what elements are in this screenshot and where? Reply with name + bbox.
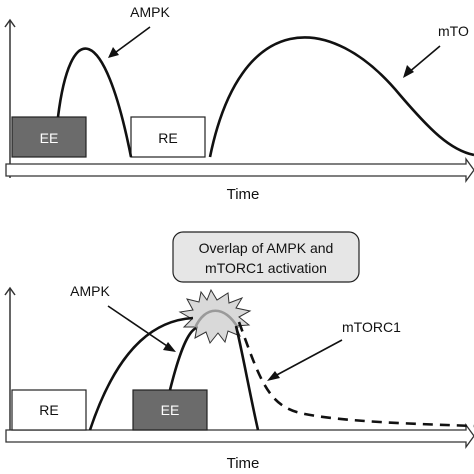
top-mtorc1-label: mTO <box>438 23 469 39</box>
overlap-callout-line1: Overlap of AMPK and <box>199 240 334 256</box>
bottom-re-label: RE <box>39 402 58 418</box>
bottom-ampk-fall-curve <box>234 325 260 431</box>
top-mtorc1-curve <box>208 36 474 158</box>
bottom-re-box <box>11 389 87 431</box>
bottom-mtorc1-pointer <box>272 339 343 378</box>
bottom-time-axis-label: Time <box>227 455 260 472</box>
overlap-starburst <box>178 288 252 345</box>
top-ampk-label: AMPK <box>130 4 170 20</box>
top-time-axis-arrow <box>5 157 474 183</box>
bottom-mtorc1-pointer-head <box>267 371 280 381</box>
bottom-ampk-label: AMPK <box>70 283 110 299</box>
top-ampk-pointer-head <box>108 47 119 58</box>
overlap-callout-box <box>172 231 360 283</box>
bottom-ampk-curve <box>168 326 197 391</box>
bottom-mtorc1-rise-curve <box>88 316 194 431</box>
top-re-label: RE <box>158 130 177 146</box>
bottom-panel: Time Overlap of AMPK and mTORC1 activati… <box>4 231 474 472</box>
bottom-mtorc1-decay-curve <box>237 321 474 428</box>
top-y-axis-arrowhead <box>4 18 16 28</box>
top-ee-label: EE <box>40 130 59 146</box>
top-ampk-pointer <box>111 26 151 56</box>
bottom-mtorc1-label: mTORC1 <box>342 319 401 335</box>
top-mtorc1-pointer <box>407 45 441 74</box>
top-time-axis-label: Time <box>227 186 260 203</box>
bottom-ampk-pointer <box>107 305 171 349</box>
overlap-callout-line2: mTORC1 activation <box>205 260 327 276</box>
top-mtorc1-pointer-head <box>403 65 414 78</box>
bottom-y-axis-arrowhead <box>4 286 16 296</box>
bottom-time-axis-arrow <box>5 423 474 449</box>
top-ampk-curve <box>56 47 133 158</box>
top-panel: Time EE RE AMPK mTO <box>4 4 474 203</box>
bottom-ee-box <box>132 389 208 431</box>
bottom-ampk-pointer-head <box>163 342 176 352</box>
overlap-gray-curve <box>193 309 240 329</box>
bottom-ee-label: EE <box>161 402 180 418</box>
top-re-box <box>130 116 206 158</box>
top-ee-box <box>11 116 87 158</box>
